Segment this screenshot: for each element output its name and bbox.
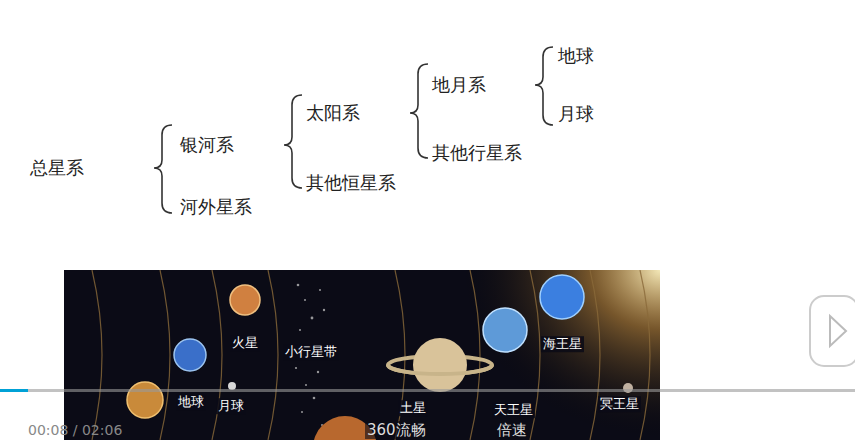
solar-system-picture — [64, 270, 660, 440]
planet-label: 地球 — [176, 394, 206, 410]
planet-label: 天王星 — [492, 402, 535, 418]
planet-label: 月球 — [216, 398, 246, 414]
progress-fill — [0, 389, 28, 392]
tree-label: 太阳系 — [306, 102, 360, 124]
planet-label: 小行星带 — [283, 344, 339, 360]
player-quality: 360流畅 — [365, 421, 428, 439]
tree-label: 其他行星系 — [432, 142, 522, 164]
player-speed: 倍速 — [495, 421, 529, 439]
tree-label: 其他恒星系 — [306, 172, 396, 194]
planet-label: 火星 — [230, 335, 260, 351]
planet-label: 土星 — [398, 400, 428, 416]
tree-label: 月球 — [558, 103, 594, 125]
bracket — [154, 47, 553, 213]
planet-label: 海王星 — [541, 336, 584, 352]
tree-label: 地月系 — [432, 74, 486, 96]
tree-label: 地球 — [558, 45, 594, 67]
tree-label: 总星系 — [30, 157, 84, 179]
tree-label: 银河系 — [180, 134, 234, 156]
planet-label: 冥王星 — [598, 396, 641, 412]
video-time: 00:08 / 02:06 — [28, 422, 122, 439]
play-icon — [810, 296, 855, 366]
progress-track — [0, 389, 855, 392]
tree-label: 河外星系 — [180, 196, 252, 218]
